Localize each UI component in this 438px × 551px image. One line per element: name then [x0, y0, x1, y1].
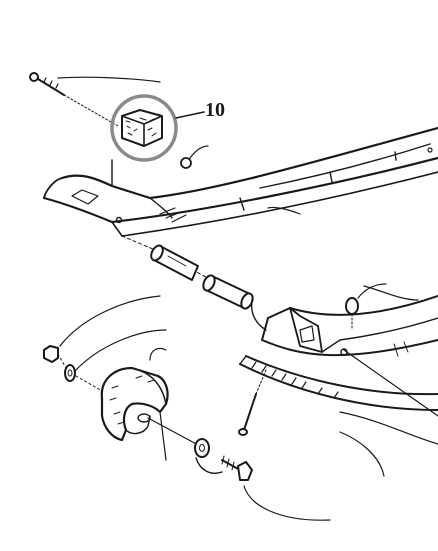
lock-nut-left [43, 345, 59, 363]
spacer-sleeve-1 [150, 244, 199, 281]
rubber-block-part [121, 109, 163, 147]
guide-line-right [343, 349, 438, 417]
mount-curves-left [59, 295, 167, 373]
callout-ring [110, 94, 178, 162]
guide-line-washers [57, 353, 105, 393]
spacer-sleeve-2 [202, 274, 254, 310]
washer-left [64, 364, 76, 382]
upper-frame-rail [42, 126, 438, 237]
rivet-hole [340, 348, 348, 356]
hex-bolt-lower [195, 455, 253, 481]
bottom-curves [243, 285, 438, 521]
small-bolt-lower [238, 369, 267, 436]
small-nut-upper [180, 145, 209, 169]
long-bolt-top [29, 72, 161, 127]
rubber-mount-part [100, 366, 169, 442]
lower-curved-strip [239, 355, 438, 411]
callout-label: 10 [205, 99, 225, 121]
guide-line-mount [147, 417, 201, 447]
callout-leader-line [175, 111, 205, 119]
washer-lower [194, 438, 210, 458]
small-nut-lower [345, 283, 387, 331]
lower-frame-bracket [250, 295, 438, 357]
guide-line-mount-down [159, 411, 167, 461]
